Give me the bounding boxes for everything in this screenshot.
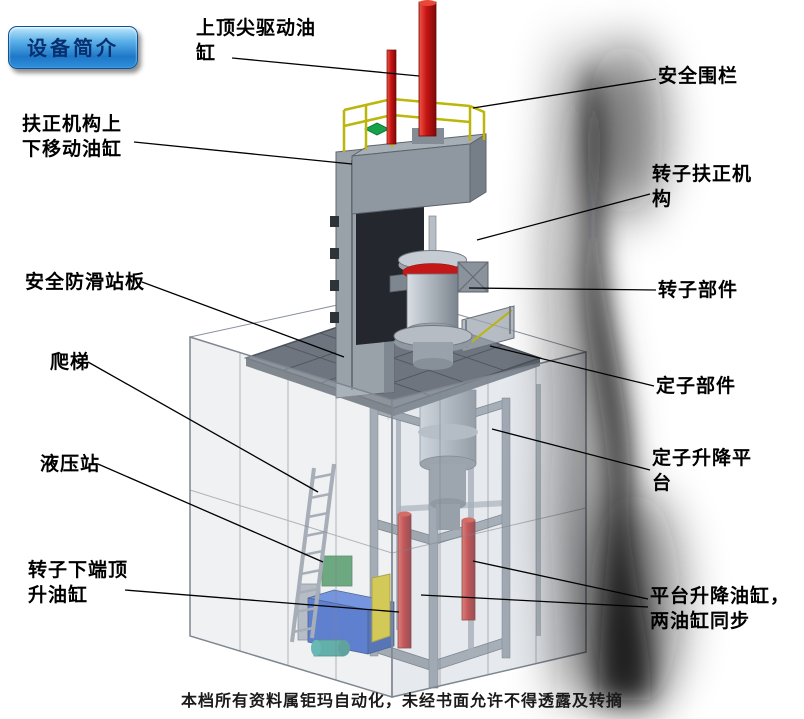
callout-ladder: 爬梯 bbox=[50, 351, 91, 373]
callout-hydraulic-station: 液压站 bbox=[40, 453, 101, 475]
callout-stator-lift-platform: 定子升降平 台 bbox=[652, 447, 753, 495]
callout-anti-slip-platform: 安全防滑站板 bbox=[25, 271, 146, 293]
callout-rotor-bottom-jack-cylinder: 转子下端顶 升油缸 bbox=[28, 559, 129, 607]
platform-lift-cylinders bbox=[397, 511, 476, 649]
access-ladder bbox=[290, 463, 336, 643]
confidentiality-footer: 本档所有资料属钜玛自动化，未经书面允许不得透露及转摘 bbox=[180, 691, 623, 710]
top-drive-cylinder bbox=[386, 0, 444, 145]
title-badge[interactable]: 设备简介 bbox=[8, 26, 138, 69]
callout-rotor-centering-mech: 转子扶正机 构 bbox=[652, 163, 753, 211]
hydraulic-station bbox=[297, 555, 395, 657]
callout-platform-lift-cylinders: 平台升降油缸， 两油缸同步 bbox=[650, 585, 791, 633]
callout-rotor-part: 转子部件 bbox=[658, 279, 739, 301]
rotor-assembly bbox=[389, 215, 489, 370]
callout-stator-part: 定子部件 bbox=[656, 375, 737, 397]
head-box bbox=[351, 122, 487, 215]
callout-top-spindle-cylinder: 上顶尖驱动油 缸 bbox=[196, 17, 317, 65]
callout-safety-fence: 安全围栏 bbox=[658, 65, 739, 87]
platform-side-fixture bbox=[461, 305, 515, 353]
leader-lines bbox=[87, 57, 657, 613]
callout-centering-move-cylinder: 扶正机构上 下移动油缸 bbox=[22, 113, 123, 161]
shadow-smudge bbox=[547, 30, 680, 710]
